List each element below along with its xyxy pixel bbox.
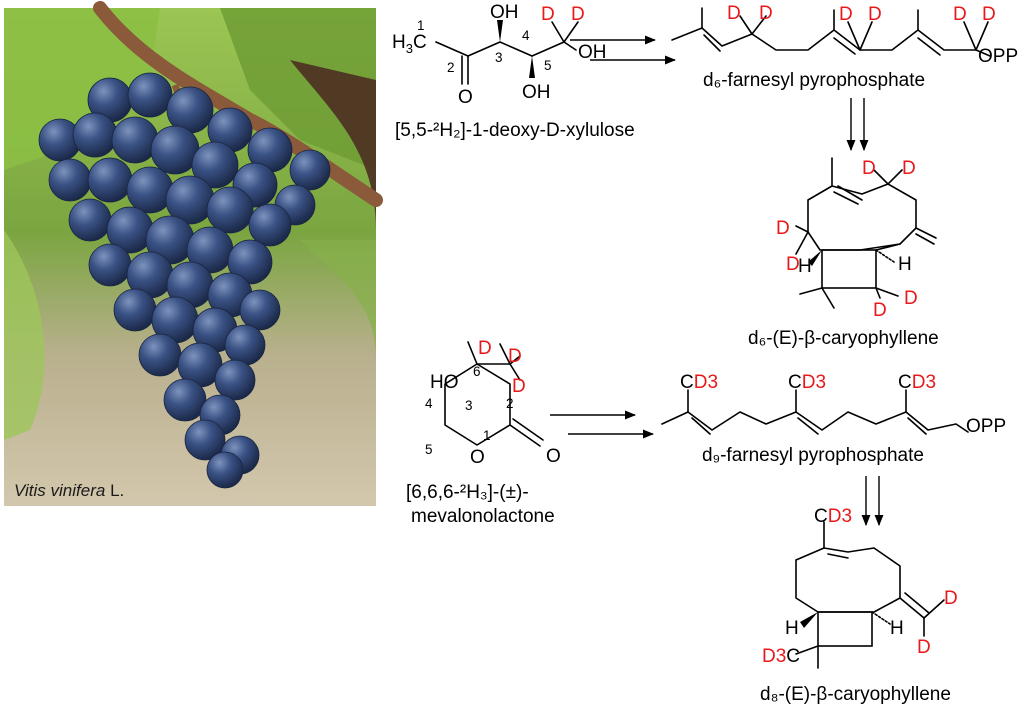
atom-h: H bbox=[898, 254, 912, 275]
grape-berry bbox=[191, 141, 239, 189]
atom-oh-c5: OH bbox=[578, 42, 607, 63]
deuterium-label: D bbox=[868, 4, 882, 25]
deoxyxylulose-structure: H3C O OH OH OH D D 1 2 3 4 5 [5,5-²H₂]-1… bbox=[392, 2, 635, 141]
atom-opp: OPP bbox=[966, 416, 1006, 437]
deuterium-label: D bbox=[839, 4, 853, 25]
grape-berry bbox=[184, 419, 226, 461]
atom-h: H bbox=[798, 256, 812, 277]
grape-berry bbox=[248, 203, 292, 247]
mevalonolactone-label-line2: mevalonolactone bbox=[411, 506, 555, 527]
deuterium-label: D bbox=[512, 376, 526, 397]
deuterium-label: D bbox=[727, 3, 741, 24]
atom-o-ring: O bbox=[470, 447, 485, 468]
deuterium-label: D bbox=[478, 338, 492, 359]
atom-o-carbonyl: O bbox=[546, 446, 561, 467]
photo-caption: Vitis vinifera L. bbox=[14, 481, 124, 500]
grape-berry bbox=[113, 288, 157, 332]
grape-berry bbox=[68, 198, 112, 242]
deoxyxylulose-label: [5,5-²H₂]-1-deoxy-D-xylulose bbox=[395, 120, 635, 141]
grape-berry bbox=[289, 149, 331, 191]
carbon-number: 4 bbox=[425, 396, 433, 411]
d8-caryophyllene-structure: CD3 D3C D D H H d₈-(E)-β-caryophyllene bbox=[760, 506, 958, 705]
carbon-number: 5 bbox=[425, 442, 433, 457]
d6-caryophyllene-label: d₆-(E)-β-caryophyllene bbox=[748, 328, 939, 349]
carbon-number: 2 bbox=[506, 396, 514, 411]
deuterium-label: D bbox=[873, 300, 887, 321]
grape-berry bbox=[87, 157, 133, 203]
atom-ho: HO bbox=[430, 372, 459, 393]
deuterium-label: D bbox=[571, 4, 585, 25]
grape-berry bbox=[127, 72, 173, 118]
grape-berry bbox=[126, 166, 174, 214]
carbon-number: 1 bbox=[417, 18, 425, 33]
atom-h3c: H3C bbox=[392, 32, 427, 56]
carbon-number: 2 bbox=[447, 60, 455, 75]
mevalonolactone-structure: HO O O D D D 1 2 3 4 5 6 [6,6,6-²H₃]-(±)… bbox=[406, 338, 561, 527]
carbon-number: 4 bbox=[522, 28, 530, 43]
grape-berry bbox=[111, 116, 159, 164]
deuterium-label: D bbox=[902, 158, 916, 179]
deuterium-label: D bbox=[759, 3, 773, 24]
deuterium-label: D bbox=[541, 4, 555, 25]
grape-berry bbox=[206, 451, 244, 489]
grape-berry bbox=[88, 243, 132, 287]
deuterium-label: D bbox=[862, 158, 876, 179]
carbon-number: 5 bbox=[544, 58, 552, 73]
d6-fpp-structure: D D D D D D OPP d₆-farnesyl pyrophosphat… bbox=[671, 3, 1018, 91]
atom-h: H bbox=[890, 618, 904, 639]
atom-oh-c3: OH bbox=[490, 2, 519, 23]
d9-fpp-label: d₉-farnesyl pyrophosphate bbox=[702, 445, 924, 466]
mevalonolactone-label-line1: [6,6,6-²H₃]-(±)- bbox=[406, 482, 529, 503]
carbon-number: 3 bbox=[495, 50, 503, 65]
grape-berry bbox=[72, 112, 118, 158]
deuterium-label: D bbox=[944, 588, 958, 609]
grape-berry bbox=[48, 158, 92, 202]
grape-berry bbox=[206, 186, 254, 234]
deuterium-label: D bbox=[904, 288, 918, 309]
atom-oh-c4: OH bbox=[522, 82, 551, 103]
grape-berry bbox=[239, 289, 281, 331]
grape-berry bbox=[224, 324, 266, 366]
carbon-number: 6 bbox=[473, 364, 481, 379]
d8-caryophyllene-label: d₈-(E)-β-caryophyllene bbox=[760, 684, 951, 705]
atom-cd3: CD3 bbox=[814, 506, 852, 527]
d9-fpp-structure: CD3 CD3 CD3 OPP d₉-farnesyl pyrophosphat… bbox=[661, 372, 1006, 466]
grape-berry bbox=[163, 378, 207, 422]
d6-caryophyllene-structure: D D D D D D H H d₆-(E)-β-caryophyllene bbox=[748, 157, 939, 349]
grape-berry bbox=[138, 333, 182, 377]
carbon-number: 1 bbox=[483, 428, 491, 443]
atom-h: H bbox=[785, 618, 799, 639]
d6-fpp-label: d₆-farnesyl pyrophosphate bbox=[703, 70, 925, 91]
atom-d3c: D3C bbox=[762, 646, 800, 667]
grape-cluster bbox=[38, 72, 331, 489]
deuterium-label: D bbox=[508, 346, 522, 367]
deuterium-label: D bbox=[776, 218, 790, 239]
atom-o-ketone: O bbox=[458, 87, 473, 108]
atom-opp: OPP bbox=[978, 46, 1018, 67]
atom-cd3: CD3 bbox=[788, 372, 826, 393]
deuterium-label: D bbox=[786, 254, 800, 275]
atom-cd3: CD3 bbox=[898, 372, 936, 393]
deuterium-label: D bbox=[917, 637, 931, 658]
grape-berry bbox=[214, 359, 256, 401]
atom-cd3: CD3 bbox=[680, 372, 718, 393]
deuterium-label: D bbox=[982, 4, 996, 25]
grape-berry bbox=[227, 239, 273, 285]
carbon-number: 3 bbox=[465, 398, 473, 413]
deuterium-label: D bbox=[953, 4, 967, 25]
grape-photo: Vitis vinifera L. bbox=[4, 1, 383, 506]
